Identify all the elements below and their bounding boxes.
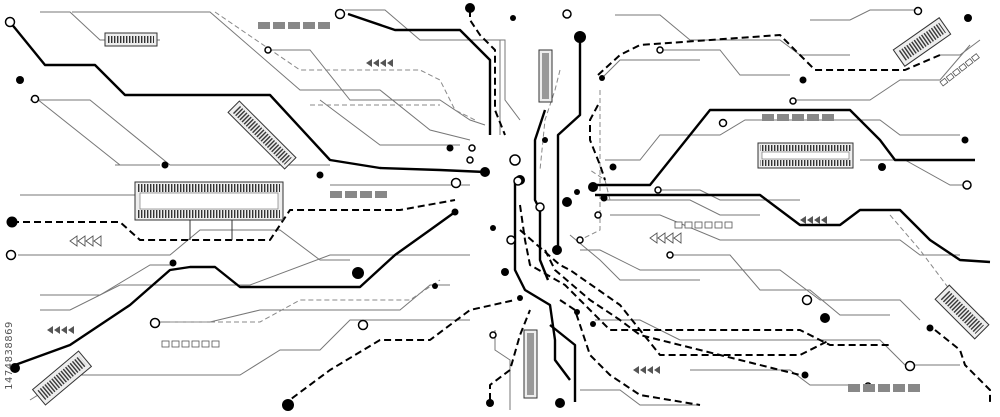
ic-chip-vertical-bottom — [523, 329, 538, 399]
ic-chip-diagonal-bottom-left — [31, 350, 93, 406]
solder-pads-filled — [6, 3, 972, 411]
outline-box-strips — [161, 53, 980, 348]
arrow-markers-outline — [69, 232, 682, 247]
stock-id-text: 1474838869 — [3, 320, 15, 390]
ic-chip-diagonal-left — [227, 100, 297, 170]
stock-id-watermark: 1474838869 — [1, 300, 17, 410]
ic-chip-diagonal-bottom-right — [934, 284, 990, 340]
thin-traces — [18, 9, 981, 410]
thick-traces — [9, 12, 991, 402]
ic-chip-vertical-top — [538, 49, 553, 103]
solder-pads-hollow — [4, 6, 972, 390]
ic-chip-diagonal-top-right — [892, 17, 952, 67]
arrow-markers — [47, 59, 827, 374]
thin-dashed-traces — [170, 11, 986, 323]
ic-chip-large-left — [134, 181, 284, 240]
thick-dashed-traces — [12, 10, 991, 406]
ic-chip-top-left — [104, 32, 158, 47]
gray-block-strips — [258, 22, 920, 392]
ic-chip-right-wide — [757, 142, 854, 169]
